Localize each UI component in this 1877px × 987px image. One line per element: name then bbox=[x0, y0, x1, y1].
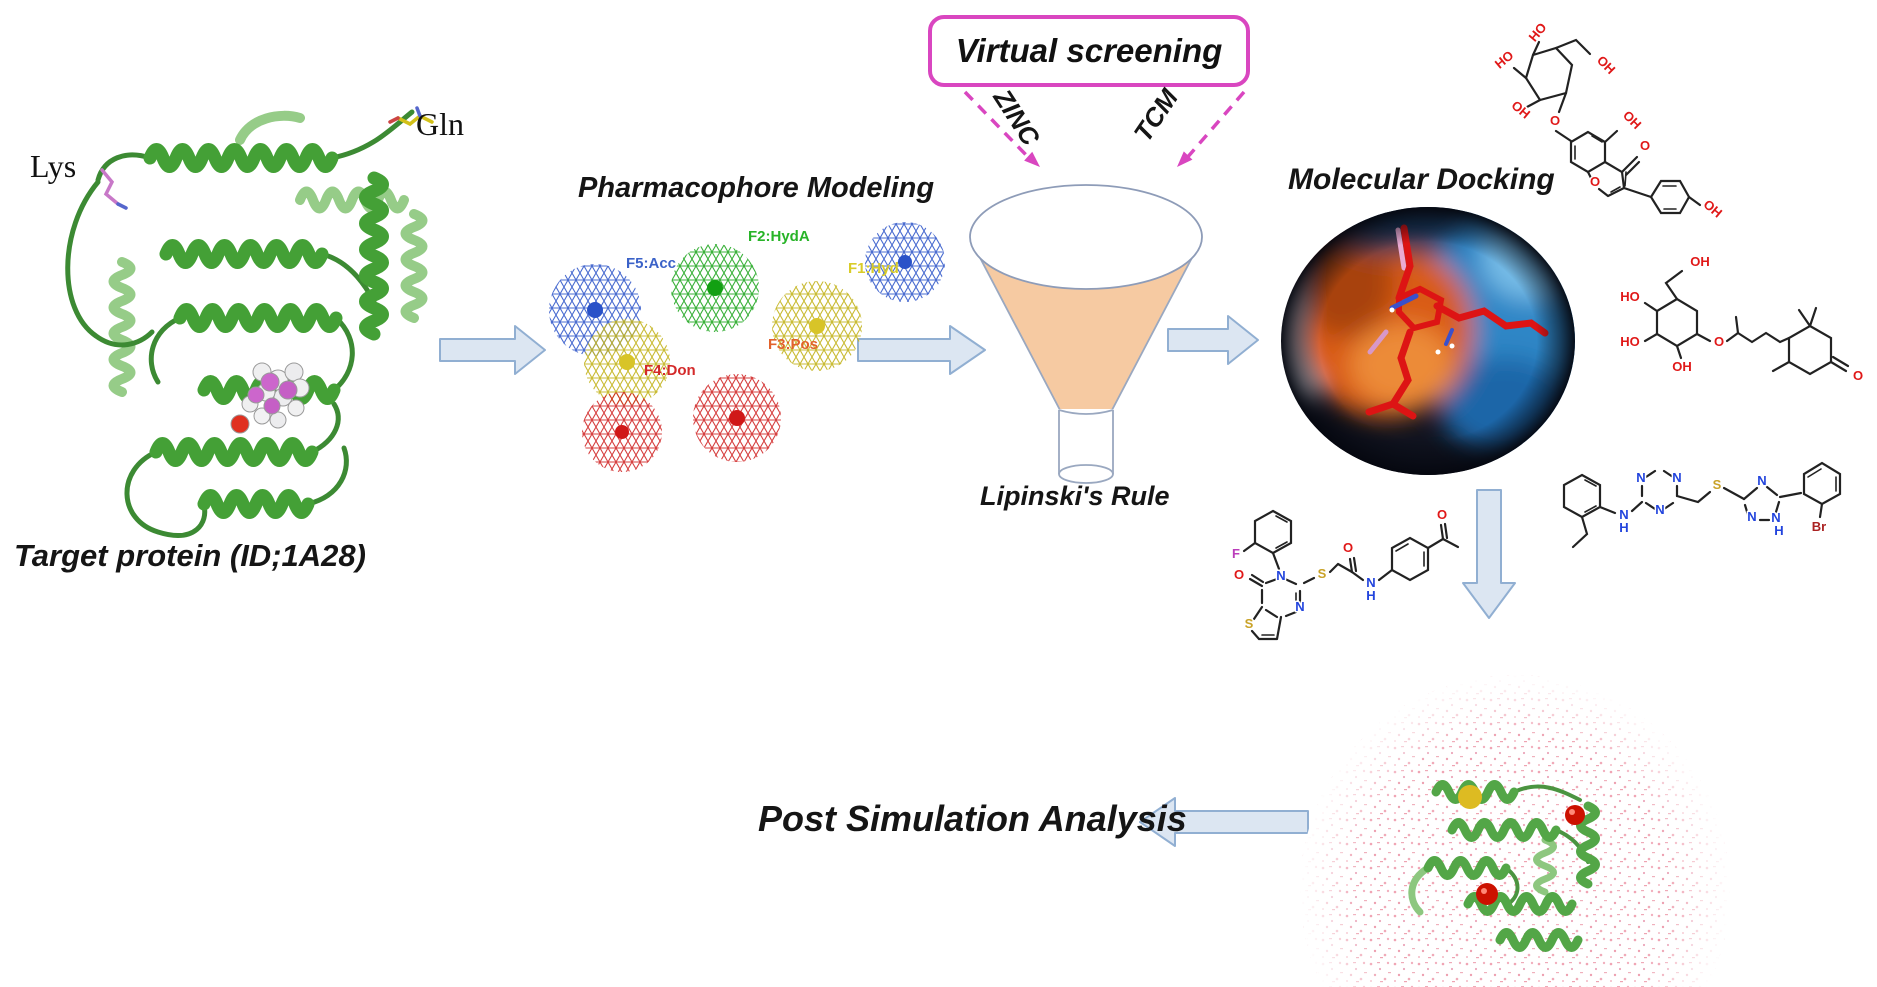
atom-label: HO bbox=[1620, 289, 1640, 304]
atom-label: O bbox=[1343, 540, 1353, 555]
sphere-red-center bbox=[693, 374, 781, 462]
sphere-yellow-right bbox=[772, 281, 862, 371]
atom-label: N bbox=[1276, 568, 1285, 583]
md-ligand bbox=[1458, 785, 1482, 809]
pharmacophore-spheres bbox=[549, 222, 945, 472]
atom-label: HO bbox=[1526, 20, 1550, 45]
atom-label: O bbox=[1550, 113, 1560, 128]
atom-label: Br bbox=[1812, 519, 1826, 534]
atom-label: N bbox=[1655, 502, 1664, 517]
atom-label: H bbox=[1366, 588, 1375, 603]
atom-label: OH bbox=[1701, 197, 1726, 221]
virtual-screening-box: Virtual screening bbox=[928, 15, 1250, 87]
feature-label-f1: F1:Hyd bbox=[848, 260, 899, 277]
md-water-sphere-illustration bbox=[1300, 675, 1730, 987]
atom-label: O bbox=[1590, 174, 1600, 189]
feature-label-f2: F2:HydA bbox=[748, 228, 810, 245]
atom-label: N bbox=[1747, 509, 1756, 524]
docking-surface-illustration bbox=[1281, 207, 1575, 475]
atom-label: OH bbox=[1594, 53, 1618, 77]
atom-label: N bbox=[1636, 470, 1645, 485]
target-protein-illustration bbox=[65, 106, 434, 538]
atom-label: N bbox=[1757, 473, 1766, 488]
atom-label: HO bbox=[1492, 48, 1517, 72]
sphere-green bbox=[671, 244, 759, 332]
dashed-arrow-tcm bbox=[1184, 90, 1246, 161]
lipinski-rule-label: Lipinski's Rule bbox=[980, 481, 1170, 511]
residue-label-gln: Gln bbox=[416, 106, 464, 142]
sphere-yellow-mid bbox=[584, 319, 670, 405]
dashed-arrow-zinc bbox=[963, 90, 1032, 161]
atom-label: O bbox=[1853, 368, 1863, 383]
atom-label: OH bbox=[1690, 254, 1710, 269]
lysine-stick bbox=[100, 168, 128, 210]
atom-label: OH bbox=[1509, 98, 1534, 122]
feature-label-f5: F5:Acc bbox=[626, 255, 677, 272]
atom-label: S bbox=[1713, 477, 1722, 492]
sphere-red-left bbox=[582, 392, 662, 472]
md-ion-sphere bbox=[1565, 805, 1585, 825]
atom-label: S bbox=[1245, 616, 1254, 631]
atom-label: H bbox=[1619, 520, 1628, 535]
feature-label-f4: F4:Don bbox=[644, 362, 696, 379]
molecular-docking-title: Molecular Docking bbox=[1288, 163, 1555, 196]
glutamine-stick bbox=[388, 106, 434, 127]
atom-label: O bbox=[1234, 567, 1244, 582]
arrow-md-to-analysis bbox=[1139, 797, 1309, 847]
arrow-pharmacophore-to-funnel bbox=[857, 325, 986, 375]
feature-label-f3: F3:Pos bbox=[768, 336, 819, 353]
molecule-structure-ionone-glucoside: OH HO HO OH O O bbox=[1619, 253, 1865, 385]
sphere-blue-right bbox=[865, 222, 945, 302]
atom-label: HO bbox=[1620, 334, 1640, 349]
funnel-illustration bbox=[969, 184, 1203, 484]
md-ion-sphere bbox=[1476, 883, 1498, 905]
arrow-protein-to-pharmacophore bbox=[439, 325, 546, 375]
bound-ligand-spheres bbox=[230, 362, 310, 434]
atom-label: N bbox=[1771, 510, 1780, 525]
atom-label: H bbox=[1774, 523, 1783, 538]
atom-label: N bbox=[1672, 470, 1681, 485]
arrow-docking-to-md bbox=[1462, 489, 1516, 619]
atom-label: O bbox=[1714, 334, 1724, 349]
atom-label: S bbox=[1318, 566, 1327, 581]
atom-label: N bbox=[1619, 507, 1628, 522]
atom-label: N bbox=[1295, 599, 1304, 614]
arrow-funnel-to-docking bbox=[1167, 315, 1259, 365]
flow-arrows bbox=[439, 315, 1516, 847]
atom-label: O bbox=[1437, 507, 1447, 522]
atom-label: OH bbox=[1672, 359, 1692, 374]
screening-source-arrows bbox=[963, 90, 1246, 167]
post-simulation-title: Post Simulation Analysis bbox=[758, 798, 1187, 839]
virtual-screening-title: Virtual screening bbox=[955, 32, 1223, 69]
md-protein-ribbons bbox=[1408, 780, 1600, 952]
atom-label: OH bbox=[1620, 108, 1644, 132]
atom-label: O bbox=[1640, 138, 1650, 153]
pharmacophore-title: Pharmacophore Modeling bbox=[578, 172, 935, 204]
target-protein-caption: Target protein (ID;1A28) bbox=[14, 538, 366, 573]
atom-label: N bbox=[1366, 575, 1375, 590]
atom-label: F bbox=[1232, 546, 1240, 561]
residue-label-lys: Lys bbox=[30, 148, 77, 184]
